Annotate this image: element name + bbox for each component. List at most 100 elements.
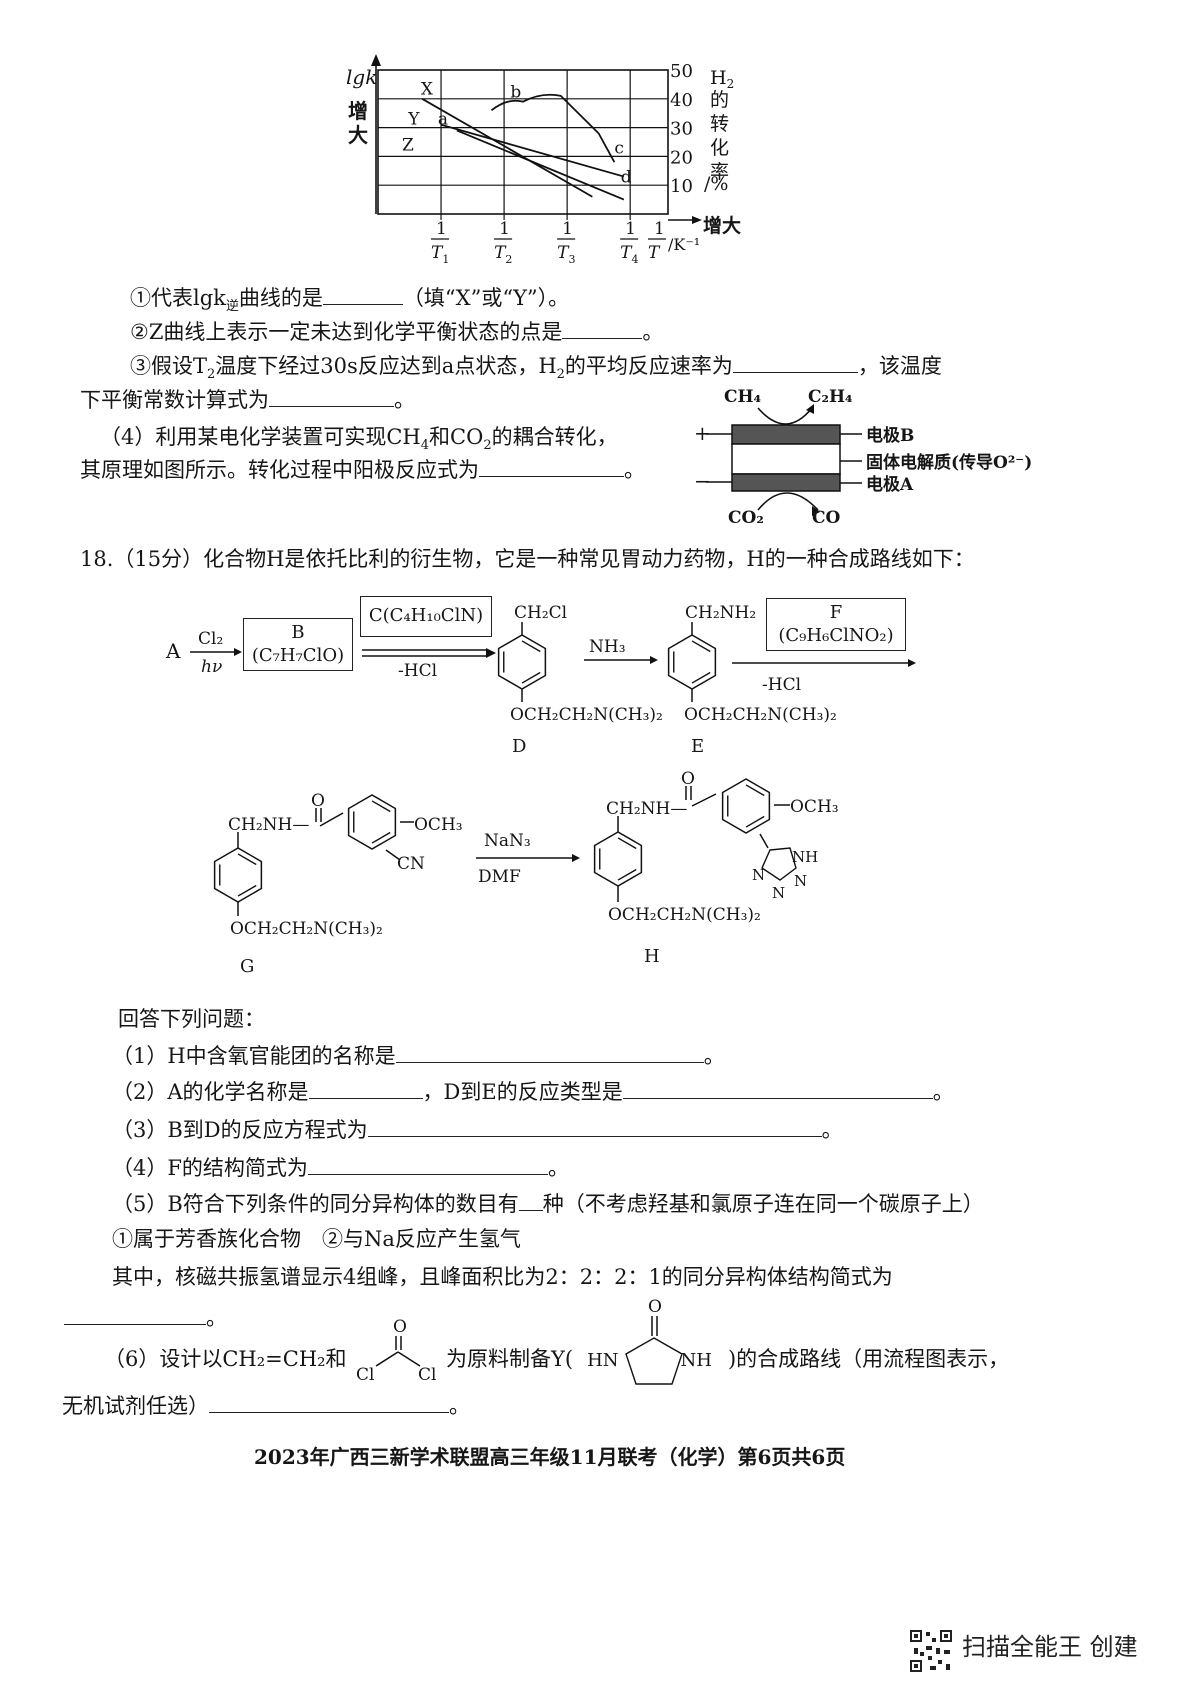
answer-blank[interactable] — [367, 1116, 822, 1137]
e-substituent-top: CH₂NH₂ — [685, 603, 756, 623]
x-tick-numerator: 1 — [499, 219, 510, 239]
compound-f-box: F (C₉H₆ClNO₂) — [766, 598, 906, 651]
g-substituent-bottom: OCH₂CH₂N(CH₃)₂ — [230, 919, 383, 939]
answer-blank[interactable] — [562, 318, 643, 339]
q17-sub2: ②Z曲线上表示一定未达到化学平衡状态的点是。 — [130, 318, 664, 344]
chart-grid — [371, 54, 702, 224]
q17-sub3: ③假设T2温度下经过30s反应达到a点状态，H2的平均反应速率为，该温度 — [130, 352, 942, 383]
answer-blank[interactable] — [308, 1078, 423, 1099]
answer-1: （1）H中含氧官能团的名称是。 — [112, 1042, 725, 1068]
y-right-title-5: 率 — [710, 161, 729, 183]
answer-blank[interactable] — [518, 1190, 543, 1211]
byproduct-hcl-1: -HCl — [398, 661, 437, 681]
reagent-nh3: NH₃ — [589, 637, 626, 657]
label-g: G — [240, 956, 254, 977]
answer-blank[interactable] — [209, 1392, 449, 1413]
ring-double-bond — [745, 784, 765, 797]
answer-blank[interactable] — [269, 386, 394, 407]
electrode-a — [731, 473, 841, 492]
curve-label-X: X — [421, 79, 434, 99]
x-tick-denominator: T3 — [557, 243, 575, 266]
y-right-title-4: 化 — [710, 137, 729, 159]
x-tick-denominator: T1 — [431, 243, 449, 266]
x-dir-label: 增大 — [703, 214, 741, 237]
electrolyte-label: 固体电解质(传导O²⁻) — [866, 452, 1032, 473]
answer-blank[interactable] — [622, 1078, 933, 1099]
compound-c-formula: C(C₄H₁₀ClN) — [368, 605, 484, 626]
ring-outline — [497, 634, 547, 690]
tetrazole-nh: NH — [792, 848, 818, 866]
answer-5: （5）B符合下列条件的同分异构体的数目有种（不考虑羟基和氯原子连在同一个碳原子上… — [112, 1190, 984, 1216]
y-carbonyl-o: O — [648, 1297, 662, 1317]
ch4-label: CH₄ — [724, 387, 761, 407]
answer-blank[interactable] — [322, 284, 403, 305]
answer-blank[interactable] — [64, 1304, 206, 1325]
answer-5-conditions: ①属于芳香族化合物 ②与Na反应产生氢气 — [112, 1227, 521, 1251]
label-e: E — [691, 736, 704, 757]
tetrazole-n1: N — [752, 866, 765, 884]
y-right-title-2: 的 — [710, 89, 729, 111]
solid-electrolyte — [731, 443, 841, 475]
y-right-title-3: 转 — [710, 113, 729, 135]
ring-outline — [667, 634, 717, 690]
answer-2: （2）A的化学名称是，D到E的反应类型是。 — [112, 1078, 954, 1104]
curve-label-b: b — [510, 82, 521, 102]
ring-double-bond — [521, 640, 541, 653]
label-h: H — [644, 946, 660, 967]
ring-double-bond — [617, 837, 637, 850]
solvent-dmf: DMF — [478, 867, 521, 887]
answer-4: （4）F的结构简式为。 — [112, 1154, 569, 1180]
answer-5-blank-line: 。 — [64, 1304, 227, 1332]
byproduct-hcl-2: -HCl — [762, 675, 801, 695]
compound-f-name: F — [829, 602, 843, 623]
y-hn: HN — [587, 1350, 619, 1371]
ring-double-bond — [691, 640, 711, 653]
answer-blank[interactable] — [395, 1042, 704, 1063]
cell-minus: − — [694, 469, 711, 493]
co-label: CO — [812, 508, 841, 528]
page-footer: 2023年广西三新学术联盟高三年级11月联考（化学）第6页共6页 — [254, 1445, 846, 1469]
q18-heading: 18.（15分）化合物H是依托比利的衍生物，它是一种常见胃动力药物，H的一种合成… — [80, 547, 975, 571]
answers-intro: 回答下列问题： — [118, 1007, 265, 1031]
ring-outline — [593, 831, 643, 887]
y-right-tick: 10 — [670, 176, 693, 197]
y-right-tick: 50 — [670, 61, 693, 82]
phosgene-cl-right: Cl — [418, 1365, 436, 1385]
g-carbonyl-o: O — [311, 791, 325, 811]
watermark-text: 扫描全能王 创建 — [962, 1633, 1138, 1661]
compound-b-name: B — [291, 622, 305, 643]
d-substituent-top: CH₂Cl — [514, 603, 567, 623]
reagent-cl2: Cl₂ — [198, 629, 223, 649]
ring-double-bond — [371, 831, 391, 844]
condition-hv: hν — [201, 657, 222, 677]
ring-outline — [213, 847, 263, 903]
qr-code-icon — [908, 1628, 954, 1674]
y-left-dir-1: 增 — [348, 99, 368, 123]
e-substituent-bottom: OCH₂CH₂N(CH₃)₂ — [684, 705, 837, 725]
y-nh: NH — [680, 1350, 712, 1371]
answer-blank[interactable] — [479, 456, 624, 477]
ring-double-bond — [371, 800, 391, 813]
q17-part4: （4）利用某电化学装置可实现CH4和CO2的耦合转化， — [100, 425, 618, 454]
benzene-ring-d — [497, 634, 547, 690]
ring-double-bond — [745, 815, 765, 828]
answer-blank[interactable] — [307, 1154, 548, 1175]
c2h4-label: C₂H₄ — [808, 387, 852, 407]
y-left-label: lgk — [346, 65, 377, 89]
x-axis-arrow — [692, 216, 702, 224]
reagent-nan3: NaN₃ — [484, 831, 531, 851]
g-methoxy: OCH₃ — [414, 815, 463, 835]
h-methoxy: OCH₃ — [790, 797, 839, 817]
curve-label-Y: Y — [407, 110, 420, 130]
curve-label-Z: Z — [402, 136, 414, 156]
answer-blank[interactable] — [732, 352, 858, 373]
y-right-title-1: H2 — [710, 67, 734, 91]
x-tick-numerator: 1 — [562, 219, 573, 239]
x-tick-denominator: T2 — [494, 243, 512, 266]
answer-6-cont: 无机试剂任选）。 — [62, 1392, 470, 1418]
answer-6: （6）设计以CH₂=CH₂和 — [104, 1347, 347, 1371]
series-y — [440, 123, 625, 178]
